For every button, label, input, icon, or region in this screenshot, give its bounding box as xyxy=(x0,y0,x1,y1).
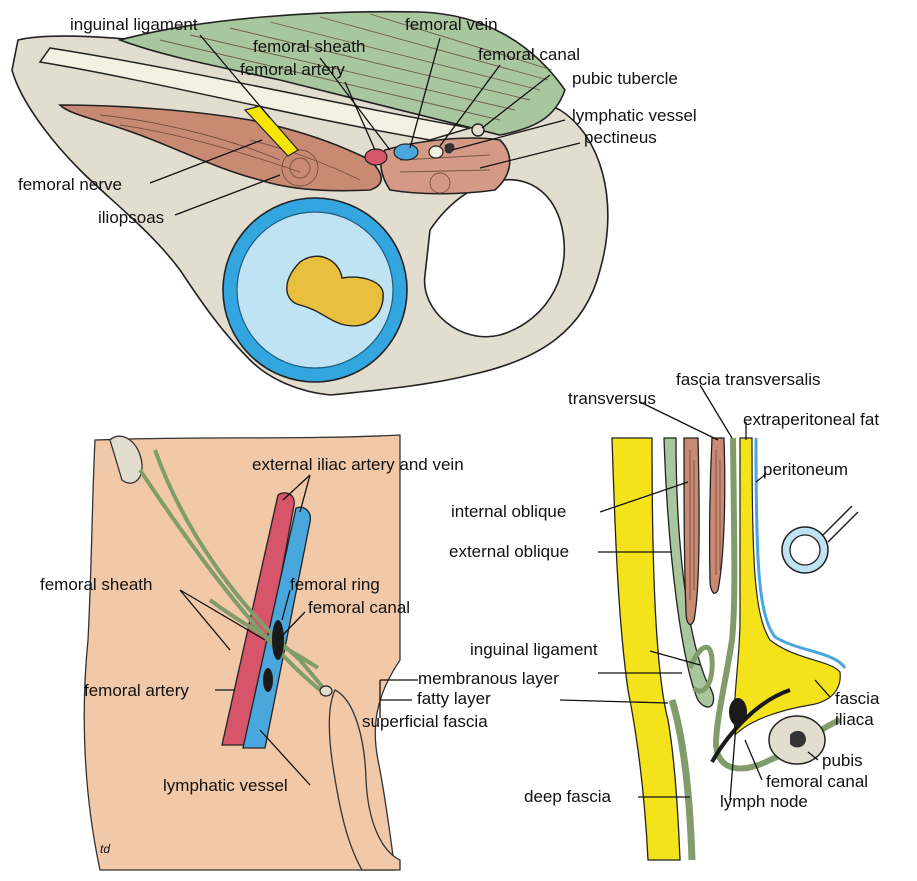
label-femoral-sheath: femoral sheath xyxy=(253,37,365,56)
label-femoral-canal: femoral canal xyxy=(478,45,580,64)
femoral-canal-section xyxy=(429,146,443,158)
right-panel-sagittal-section: fascia transversalis transversus extrape… xyxy=(449,370,880,860)
transversus-muscle xyxy=(710,438,725,593)
label-pubic-tubercle: pubic tubercle xyxy=(572,69,678,88)
pubic-tubercle xyxy=(472,124,484,136)
label-inguinal-ligament: inguinal ligament xyxy=(70,15,198,34)
label-lymphatic-vessel-left: lymphatic vessel xyxy=(163,776,288,795)
peritoneal-sac-inner xyxy=(790,535,820,565)
label-internal-oblique: internal oblique xyxy=(451,502,566,521)
label-fascia-iliaca-2: iliaca xyxy=(835,710,874,729)
label-transversus: transversus xyxy=(568,389,656,408)
label-pectineus: pectineus xyxy=(584,128,657,147)
internal-oblique-muscle xyxy=(684,438,699,625)
label-extraperitoneal-fat: extraperitoneal fat xyxy=(743,410,879,429)
label-femoral-sheath-left: femoral sheath xyxy=(40,575,152,594)
peritoneal-sac-neck xyxy=(822,506,858,542)
label-fatty-layer: fatty layer xyxy=(417,689,491,708)
label-fascia-iliaca-1: fascia xyxy=(835,689,880,708)
femoral-artery-section xyxy=(365,149,387,165)
lymph-node-right xyxy=(729,698,747,726)
artist-initials: td xyxy=(100,842,110,856)
label-femoral-ring: femoral ring xyxy=(290,575,380,594)
label-pubis: pubis xyxy=(822,751,863,770)
label-femoral-artery-top: femoral artery xyxy=(240,60,345,79)
label-femoral-nerve: femoral nerve xyxy=(18,175,122,194)
label-superficial-fascia: superficial fascia xyxy=(362,712,488,731)
label-lymph-node: lymph node xyxy=(720,792,808,811)
label-external-oblique: external oblique xyxy=(449,542,569,561)
label-femoral-artery-left: femoral artery xyxy=(84,681,189,700)
label-inguinal-ligament-right: inguinal ligament xyxy=(470,640,598,659)
femoral-vein-section xyxy=(394,144,418,160)
label-femoral-canal-left: femoral canal xyxy=(308,598,410,617)
label-iliopsoas: iliopsoas xyxy=(98,208,164,227)
label-femoral-vein: femoral vein xyxy=(405,15,498,34)
top-panel-hip-bone: inguinal ligament femoral sheath femoral… xyxy=(12,12,697,395)
label-femoral-canal-right: femoral canal xyxy=(766,772,868,791)
label-membranous-layer: membranous layer xyxy=(418,669,559,688)
label-external-iliac: external iliac artery and vein xyxy=(252,455,464,474)
pubic-tubercle-left xyxy=(320,686,332,696)
label-lymphatic-vessel-top: lymphatic vessel xyxy=(572,106,697,125)
lymph-node-lower xyxy=(263,668,273,692)
label-fascia-transversalis: fascia transversalis xyxy=(676,370,821,389)
label-peritoneum: peritoneum xyxy=(763,460,848,479)
label-deep-fascia: deep fascia xyxy=(524,787,611,806)
pubis-trabeculae xyxy=(790,731,806,748)
